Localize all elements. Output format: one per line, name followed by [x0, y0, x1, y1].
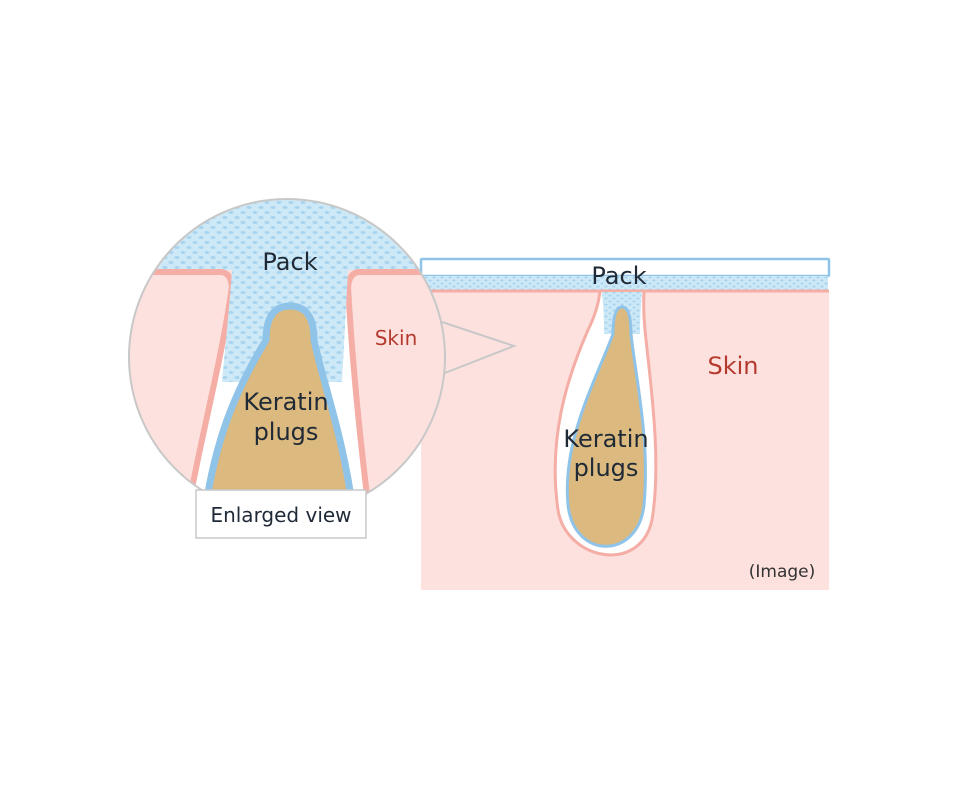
keratin-label-line2: plugs	[574, 454, 639, 482]
pack-layer	[422, 276, 828, 291]
image-note: (Image)	[749, 562, 816, 582]
skin-label-enlarged: Skin	[375, 326, 418, 350]
skin-label: Skin	[707, 352, 758, 380]
caption-text: Enlarged view	[210, 503, 351, 527]
keratin-label-enlarged-line2: plugs	[254, 418, 319, 446]
pack-label: Pack	[591, 262, 646, 290]
keratin-label-line1: Keratin	[563, 425, 648, 453]
enlarged-view-caption: Enlarged view	[195, 489, 367, 539]
keratin-plug-fill	[571, 311, 643, 542]
caption-box	[195, 489, 367, 539]
keratin-label-enlarged-line1: Keratin	[243, 388, 328, 416]
skin-cross-section	[419, 257, 831, 590]
pack-label-enlarged: Pack	[262, 248, 317, 276]
callout-pointer	[429, 317, 517, 379]
keratin-plug-enlarged	[208, 312, 350, 515]
